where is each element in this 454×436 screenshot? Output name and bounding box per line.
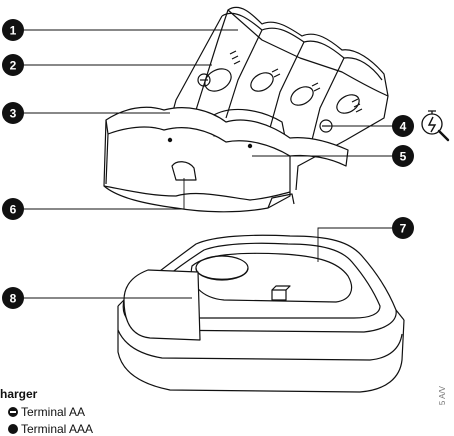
callout-2: 2 [2,54,24,76]
svg-text:3: 3 [10,107,17,121]
callout-7: 7 [392,217,414,239]
callout-3: 3 [2,102,24,124]
svg-text:8: 8 [10,292,17,306]
legend-label: Terminal AAA [21,422,93,436]
svg-text:6: 6 [10,203,17,217]
legend-label: Terminal AA [21,405,85,419]
svg-text:7: 7 [400,222,407,236]
dock-base [118,235,404,392]
legend-title: harger [0,387,37,401]
svg-text:5: 5 [400,150,407,164]
svg-text:2: 2 [10,59,17,73]
charging-magnifier-icon [422,111,448,140]
dot-icon [8,424,18,434]
side-note: 5 A/V [438,386,447,405]
callout-4: 4 [392,115,414,137]
svg-text:4: 4 [400,120,407,134]
callout-6: 6 [2,198,24,220]
charger-tray [104,7,388,211]
minus-circle-icon [8,407,18,417]
svg-text:1: 1 [10,24,17,38]
callout-5: 5 [392,145,414,167]
callout-1: 1 [2,19,24,41]
callout-8: 8 [2,287,24,309]
legend-item-terminal-aaa: Terminal AAA [8,422,93,436]
legend-item-terminal-aa: Terminal AA [8,405,85,419]
